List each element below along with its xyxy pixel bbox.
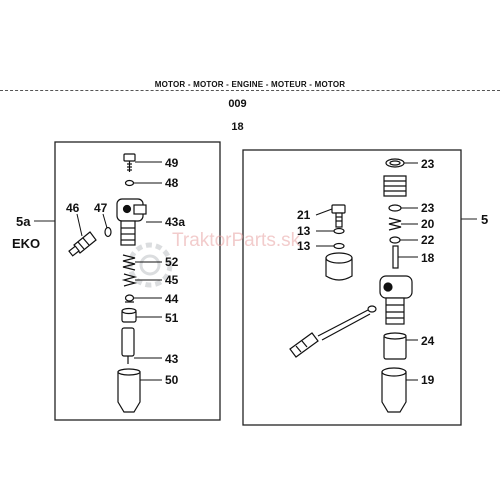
- part-52-spring-icon: [122, 254, 136, 271]
- left-panel-frame: [54, 141, 221, 421]
- part-connector-rod-icon: [317, 305, 377, 341]
- left-variant-label: EKO: [12, 236, 40, 251]
- part-spring-cap-icon: [383, 175, 407, 197]
- label-part-19: 19: [421, 373, 435, 387]
- label-part-20: 20: [421, 217, 435, 231]
- leader-46: [76, 213, 83, 237]
- part-23-ring-icon: [388, 204, 402, 212]
- label-part-50: 50: [165, 373, 179, 387]
- label-part-52: 52: [165, 255, 179, 269]
- label-part-48: 48: [165, 176, 179, 190]
- label-part-22: 22: [421, 233, 435, 247]
- part-13-washer-lower-icon: [333, 242, 345, 250]
- part-43a-injector-body-icon: [116, 198, 147, 246]
- part-inlet-union-icon: [289, 332, 319, 358]
- label-part-21: 21: [297, 208, 311, 222]
- page-number: 009: [228, 98, 247, 110]
- part-24-nozzle-icon: [383, 332, 407, 360]
- label-part-45: 45: [165, 273, 179, 287]
- part-19-nozzle-nut-icon: [381, 367, 407, 413]
- part-48-washer-icon: [124, 179, 135, 187]
- label-part-23-lower: 23: [421, 201, 435, 215]
- watermark-gear-icon: [127, 242, 173, 288]
- label-part-44: 44: [165, 292, 179, 306]
- part-45-spring-icon: [121, 273, 138, 287]
- part-47-washer-icon: [104, 226, 112, 238]
- label-part-51: 51: [165, 311, 179, 325]
- right-side-label: 5: [481, 212, 488, 227]
- part-20-spring-icon: [388, 217, 402, 231]
- watermark-text: TraktorParts.sk: [172, 230, 301, 251]
- part-44-shim-icon: [124, 294, 135, 303]
- part-13-washer-upper-icon: [333, 227, 345, 235]
- part-43-nozzle-icon: [121, 327, 135, 364]
- label-part-47: 47: [94, 201, 108, 215]
- part-injector-body-icon: [379, 275, 413, 325]
- leader-47: [102, 213, 108, 229]
- label-part-13-upper: 13: [297, 224, 311, 238]
- part-18-push-rod-icon: [392, 245, 399, 269]
- label-part-46: 46: [66, 201, 80, 215]
- label-part-24: 24: [421, 334, 435, 348]
- right-panel-frame: [242, 149, 462, 426]
- part-21-banjo-bolt-icon: [331, 204, 346, 228]
- left-side-label: 5a: [16, 214, 31, 229]
- part-banjo-fitting-icon: [325, 252, 353, 281]
- label-part-23-top: 23: [421, 157, 435, 171]
- part-46-pipe-union-icon: [68, 231, 97, 257]
- label-part-43a: 43a: [165, 215, 185, 229]
- part-22-shim-icon: [389, 236, 401, 244]
- label-part-43: 43: [165, 352, 179, 366]
- label-part-49: 49: [165, 156, 179, 170]
- part-51-spacer-icon: [121, 307, 137, 323]
- part-23-seal-ring-icon: [385, 158, 405, 168]
- leader-21: [315, 208, 333, 216]
- header-divider: [0, 90, 500, 91]
- label-part-13-lower: 13: [297, 239, 311, 253]
- part-50-nozzle-nut-icon: [117, 368, 141, 413]
- label-part-18: 18: [421, 251, 435, 265]
- part-49-banjo-bolt-icon: [123, 153, 136, 172]
- group-number: 18: [231, 121, 244, 133]
- page-header-title: MOTOR - MOTOR - ENGINE - MOTEUR - MOTOR: [154, 80, 346, 89]
